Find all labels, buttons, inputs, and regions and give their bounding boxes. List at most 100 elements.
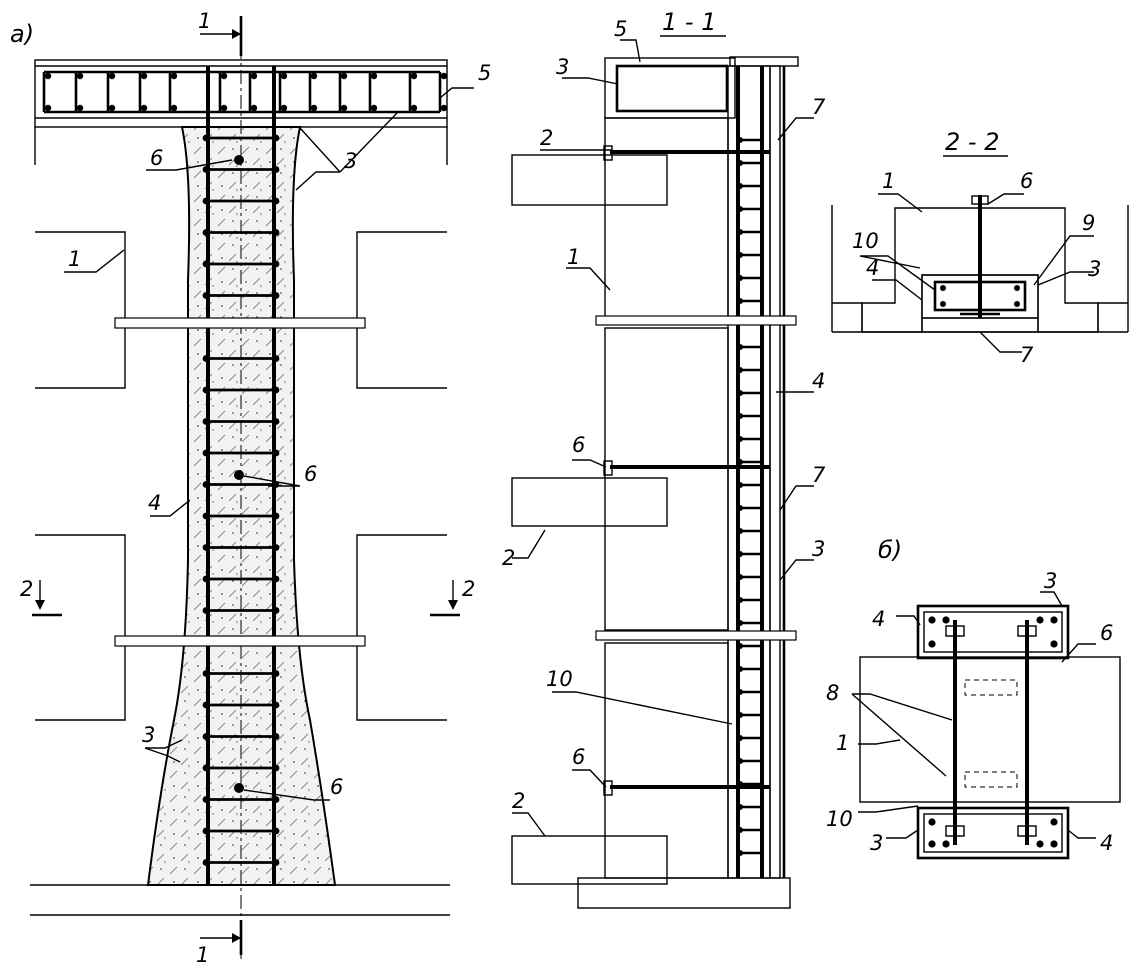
slab-bar-dot bbox=[340, 72, 348, 80]
callout-11-1: 1 bbox=[567, 245, 580, 269]
slab-bar-dot bbox=[280, 72, 288, 80]
column-bar-dot bbox=[272, 796, 280, 803]
callout-b-6: 6 bbox=[1100, 621, 1113, 645]
section-22-title: 2 - 2 bbox=[945, 128, 999, 156]
callout-a-3-bottom: 3 bbox=[142, 723, 155, 747]
slab-bar-dot bbox=[310, 104, 318, 112]
column-bar-dot bbox=[272, 292, 280, 299]
callout-a-6-mid: 6 bbox=[304, 462, 317, 486]
view-b-bar-dot bbox=[942, 616, 950, 624]
section-bar-dot bbox=[737, 643, 743, 649]
column-bar-dot bbox=[202, 134, 210, 142]
column-bar-dot bbox=[272, 764, 280, 772]
column-bar-dot bbox=[272, 449, 280, 457]
slab-bar-dot bbox=[140, 104, 148, 112]
column-bar-dot bbox=[272, 701, 280, 709]
callout-11-3-mid: 3 bbox=[812, 537, 825, 561]
section-bar-dot bbox=[737, 183, 743, 189]
callout-a-5: 5 bbox=[478, 61, 491, 85]
slab-bar-dot bbox=[170, 72, 178, 80]
section-bar-dot bbox=[737, 758, 743, 764]
column-bar-dot bbox=[202, 481, 210, 488]
section-bar-dot bbox=[737, 206, 743, 212]
view-b-bar-dot bbox=[1036, 616, 1044, 624]
callout-11-7-mid: 7 bbox=[812, 463, 826, 487]
slab-bar-dot bbox=[280, 104, 288, 112]
slab-bar-dot bbox=[370, 72, 378, 80]
slab-bar-dot bbox=[76, 104, 84, 112]
slab-bar-dot bbox=[410, 104, 418, 112]
slab-bar-dot bbox=[140, 72, 148, 80]
section-bar-dot bbox=[737, 482, 743, 488]
section-bar-dot bbox=[737, 390, 743, 396]
column-bar-dot bbox=[202, 166, 210, 173]
callout-22-6: 6 bbox=[1020, 169, 1033, 193]
column-bar-dot bbox=[272, 575, 280, 583]
callout-11-5: 5 bbox=[614, 17, 627, 41]
column-bar-dot bbox=[202, 670, 210, 677]
column-bar-dot bbox=[272, 544, 280, 551]
section-bar-dot bbox=[737, 597, 743, 603]
column-bar-dot bbox=[202, 859, 210, 866]
callout-11-3-top: 3 bbox=[556, 55, 569, 79]
view-b-label: б) bbox=[878, 536, 902, 564]
section-bar-dot bbox=[737, 850, 743, 856]
view-b-bar-dot bbox=[942, 840, 950, 848]
callout-a-3-top: 3 bbox=[344, 149, 357, 173]
callout-a-6-bottom: 6 bbox=[330, 775, 343, 799]
callout-b-1: 1 bbox=[836, 731, 849, 755]
column-bar-dot bbox=[272, 260, 280, 268]
column-bar-dot bbox=[272, 733, 280, 740]
section-2-2: 2 - 2 1 6 10 bbox=[831, 128, 1129, 367]
section-bar-dot bbox=[737, 712, 743, 718]
slab-bar-dot bbox=[370, 104, 378, 112]
slab-bar-dot bbox=[340, 104, 348, 112]
view-a-label: а) bbox=[10, 20, 34, 48]
section-bar-dot bbox=[737, 459, 743, 465]
slab-bar-dot bbox=[108, 72, 116, 80]
column-bar-dot bbox=[202, 197, 210, 205]
section-bar-dot bbox=[737, 229, 743, 235]
section-bar-dot bbox=[737, 827, 743, 833]
view-b-bar-dot bbox=[1036, 840, 1044, 848]
section-bar-dot bbox=[737, 160, 743, 166]
view-b-bar-dot bbox=[928, 818, 936, 826]
view-b-bar-dot bbox=[1050, 616, 1058, 624]
view-a: а) bbox=[10, 9, 491, 967]
section-bar-dot bbox=[737, 574, 743, 580]
slab-bar-dot bbox=[440, 104, 448, 112]
section-bar-dot bbox=[737, 551, 743, 557]
slab-bar-dot bbox=[44, 104, 52, 112]
view-b-bar-dot bbox=[1050, 840, 1058, 848]
column-bar-dot bbox=[202, 701, 210, 709]
column-bar-dot bbox=[202, 292, 210, 299]
callout-22-3: 3 bbox=[1088, 257, 1101, 281]
slab-bar-dot bbox=[250, 104, 258, 112]
section-bar-dot bbox=[737, 344, 743, 350]
view-b-bar-dot bbox=[928, 840, 936, 848]
view-b-bar-dot bbox=[928, 616, 936, 624]
section-stirrups bbox=[737, 137, 762, 856]
cut-mark-bottom: 1 bbox=[196, 943, 209, 967]
column-bar-dot bbox=[272, 229, 280, 236]
callout-22-4: 4 bbox=[866, 256, 879, 280]
column-bar-dot bbox=[202, 544, 210, 551]
section-bar-dot bbox=[737, 436, 743, 442]
callout-22-10: 10 bbox=[852, 229, 879, 253]
callout-11-2-bottom: 2 bbox=[512, 789, 525, 813]
column-bar-dot bbox=[202, 386, 210, 394]
view-b-bar-dot bbox=[1050, 640, 1058, 648]
slab-bar-dot bbox=[250, 72, 258, 80]
cut-mark-2-right: 2 bbox=[462, 577, 475, 601]
section-bar-dot bbox=[737, 689, 743, 695]
callout-a-6-top: 6 bbox=[150, 146, 163, 170]
column-bar-dot bbox=[272, 670, 280, 677]
section-bar-dot bbox=[737, 137, 743, 143]
cut-mark-2-left: 2 bbox=[20, 577, 33, 601]
slab-bar-dot bbox=[220, 104, 228, 112]
callout-11-6-mid: 6 bbox=[572, 433, 585, 457]
section-bar-dot bbox=[737, 298, 743, 304]
slab-bar-dot bbox=[44, 72, 52, 80]
